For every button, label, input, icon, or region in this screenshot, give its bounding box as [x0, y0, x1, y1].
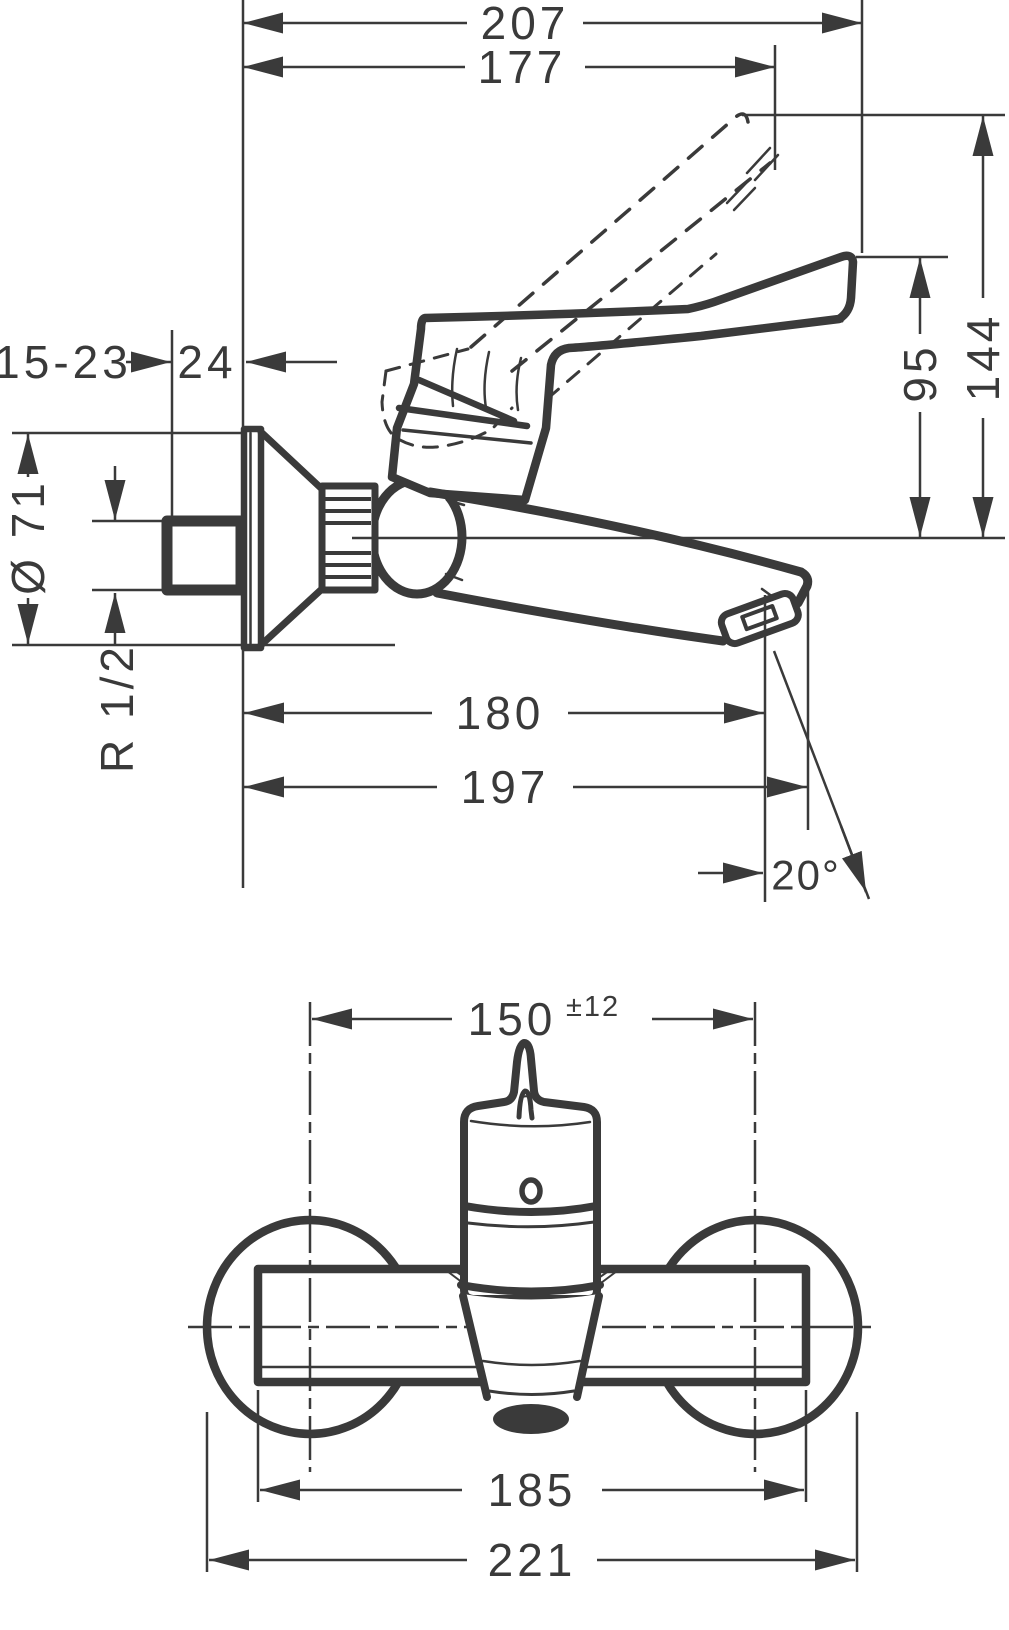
break-mark — [732, 186, 757, 212]
aerator-collar-line — [487, 1389, 576, 1396]
body-screw-hole — [519, 1177, 543, 1205]
break-mark — [745, 146, 772, 175]
dim-185-label: 185 — [488, 1464, 577, 1516]
cartridge-ring-top — [395, 404, 531, 430]
side-view-dimensions: 207 177 15-23 24 Ø 71 R 1/2 180 197 20° — [0, 0, 1009, 902]
lever-hub-arc — [520, 1095, 530, 1099]
front-view-dimensions: 150 ±12 185 221 — [205, 991, 859, 1586]
spout-bottom-edge — [432, 588, 728, 646]
dim-180-label: 180 — [456, 687, 545, 739]
spout-tip-tick — [760, 587, 775, 599]
spout-cone-inner-line — [481, 1359, 582, 1367]
dim-150-tolerance: ±12 — [566, 991, 620, 1023]
ball-shading-tick — [444, 572, 464, 582]
side-view-drawing — [161, 112, 858, 652]
lever-skirt-edge — [415, 376, 518, 425]
dim-diameter-label: Ø 71 — [2, 479, 54, 595]
dim-thread-label: R 1/2 — [91, 643, 143, 773]
escutcheon-cone-top — [257, 428, 327, 494]
dim-177-label: 177 — [478, 41, 567, 93]
union-nut-knurling — [325, 497, 371, 579]
dome-edge-line — [469, 1119, 592, 1128]
lever-blade-fold-line — [702, 319, 844, 335]
lever-and-cartridge-body — [387, 251, 858, 505]
dim-24-label: 24 — [177, 336, 236, 388]
dim-221-label: 221 — [488, 1534, 577, 1586]
escutcheon-plate — [240, 425, 265, 652]
spout-tip-face — [793, 567, 813, 608]
spout-cone-fill — [463, 1294, 599, 1400]
lever-crease-lines — [450, 347, 523, 412]
aerator-outlet — [717, 590, 802, 648]
dim-95-label: 95 — [894, 343, 946, 402]
cartridge-band-upper-inner — [466, 1220, 596, 1229]
ball-shading-tick — [445, 498, 466, 507]
body-top-outline — [460, 1039, 601, 1303]
aerator-front — [493, 1404, 569, 1434]
break-mark — [725, 179, 750, 205]
cartridge-band-upper — [461, 1202, 600, 1216]
spout-cone-left-edge — [459, 1292, 491, 1401]
front-view-drawing — [188, 1002, 878, 1472]
dim-144-label: 144 — [957, 313, 1009, 402]
wall-connector-square — [161, 515, 247, 596]
dim-wall-range-label: 15-23 — [0, 336, 132, 388]
spout-cone-right-edge — [573, 1292, 603, 1401]
bar-body-fillet-ticks — [446, 1267, 618, 1284]
dim-150-label: 150 — [468, 993, 557, 1045]
cartridge-ring-bottom — [401, 428, 533, 445]
escutcheon-cone-bottom — [257, 584, 327, 649]
lever-hub-nub — [516, 1088, 535, 1121]
dim-197-label: 197 — [461, 761, 550, 813]
dim-207-label: 207 — [481, 0, 570, 49]
dim-angle-label: 20° — [771, 852, 841, 899]
cartridge-band-lower — [457, 1281, 604, 1296]
spout-top-edge — [425, 487, 806, 577]
